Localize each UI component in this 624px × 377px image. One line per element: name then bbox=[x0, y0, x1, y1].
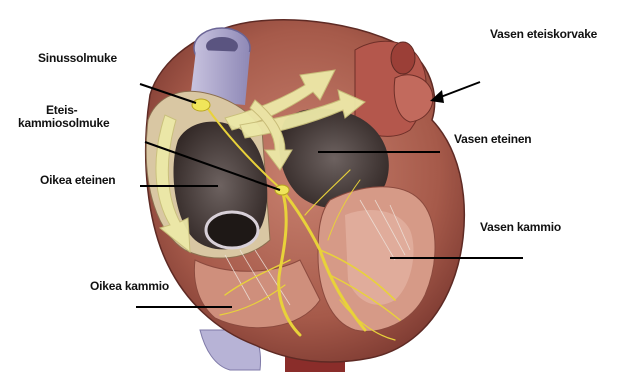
sinus-node-marker bbox=[192, 99, 210, 111]
label-left-ventricle: Vasen kammio bbox=[480, 221, 561, 234]
label-left-auricle: Vasen eteiskorvake bbox=[490, 28, 597, 41]
label-av-node-line2: kammiosolmuke bbox=[18, 117, 109, 130]
label-right-ventricle: Oikea kammio bbox=[90, 280, 169, 293]
label-sinus-node: Sinussolmuke bbox=[38, 52, 117, 65]
auricle-pointer bbox=[430, 82, 480, 103]
label-left-atrium: Vasen eteinen bbox=[454, 133, 531, 146]
pulmonary-vein bbox=[391, 42, 415, 74]
tricuspid-valve bbox=[206, 212, 258, 248]
label-right-atrium: Oikea eteinen bbox=[40, 174, 115, 187]
